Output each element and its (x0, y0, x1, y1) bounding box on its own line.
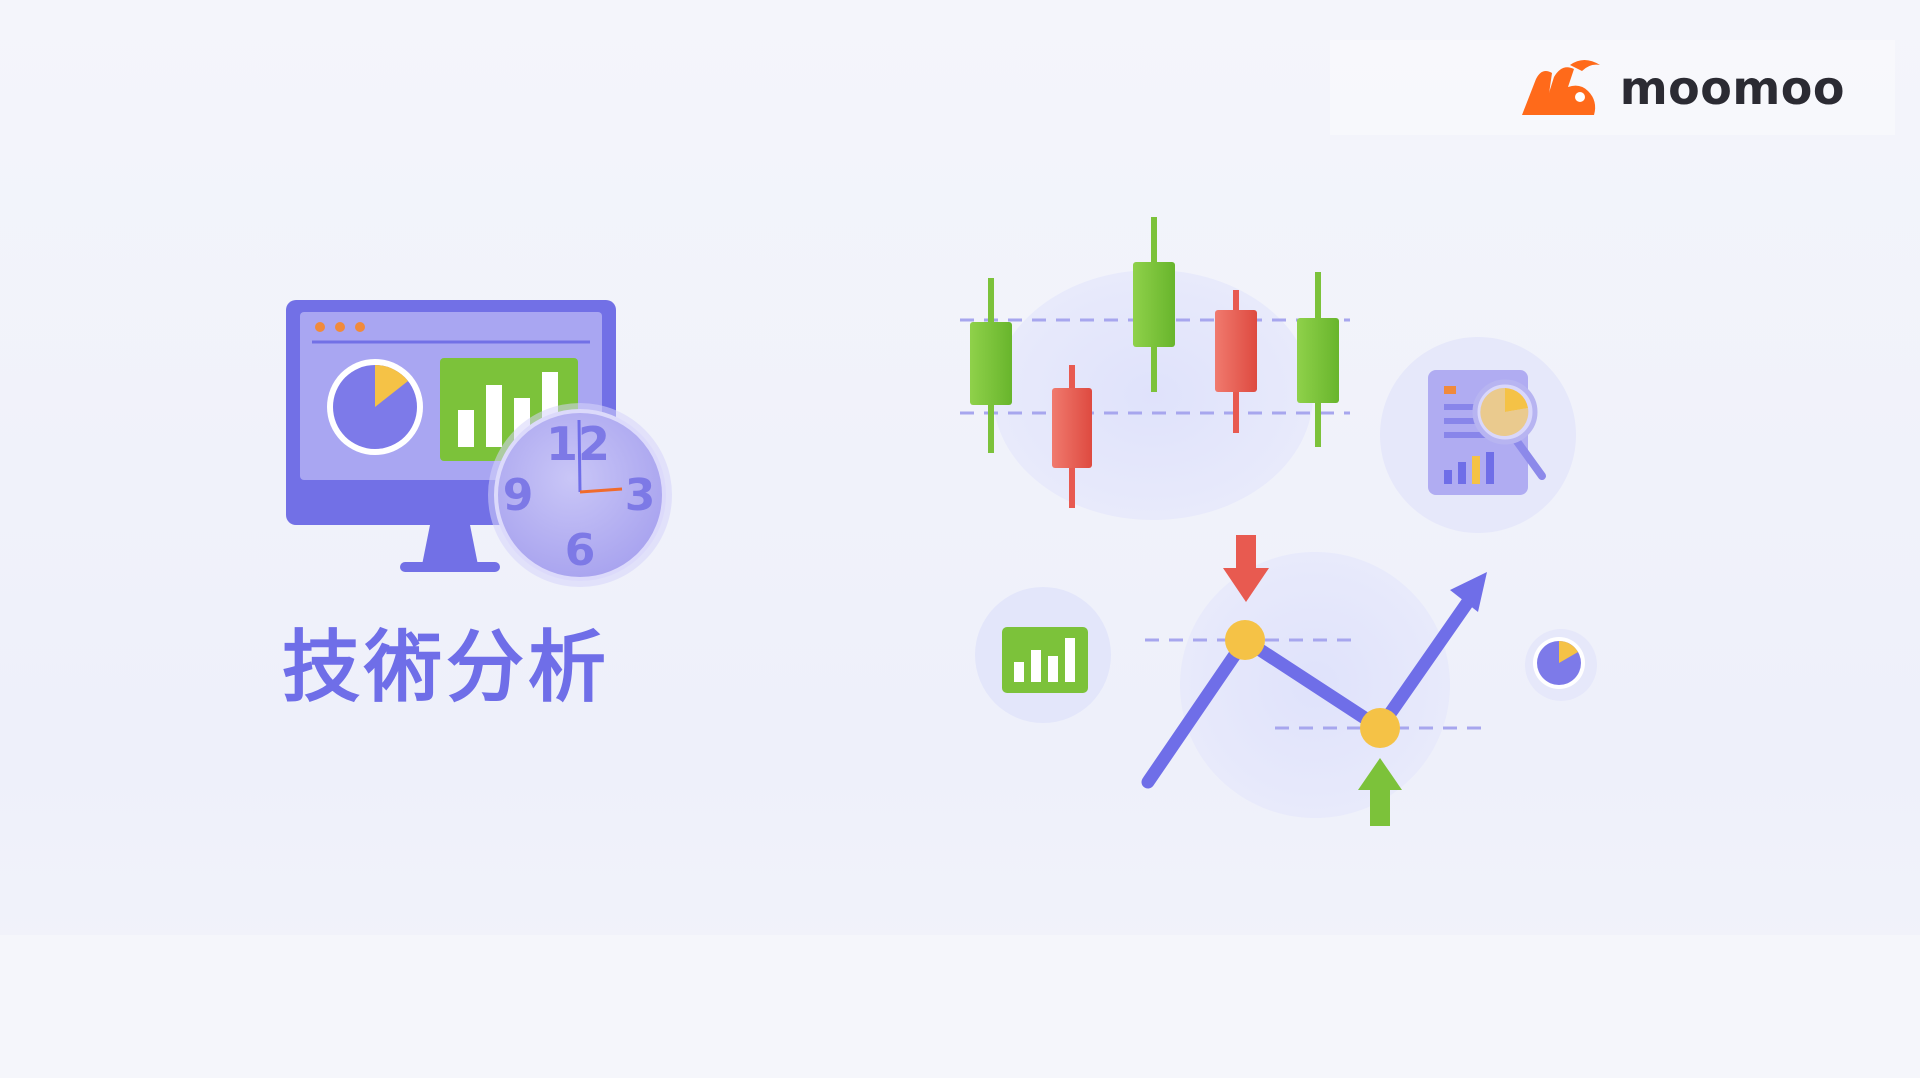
moomoo-bull-icon (1521, 59, 1600, 115)
up-arrow-icon (1358, 758, 1402, 826)
pie-chart-icon (327, 359, 423, 455)
report-magnifier-icon (1380, 337, 1576, 533)
trend-line-icon (1141, 552, 1487, 818)
down-arrow-icon (1223, 535, 1269, 602)
small-bar-chart-icon (975, 587, 1111, 723)
clock-number-9: 9 (503, 470, 534, 521)
page-title: 技術分析 (282, 623, 611, 713)
clock-icon: 12 3 6 9 (488, 403, 672, 587)
clock-number-3: 3 (625, 470, 656, 521)
brand-name: moomoo (1619, 60, 1845, 115)
clock-number-6: 6 (565, 525, 596, 576)
small-pie-icon (1525, 629, 1597, 701)
moomoo-logo: moomoo (1330, 40, 1895, 135)
candlestick-chart-icon (960, 217, 1350, 520)
bottom-band (0, 935, 1920, 1078)
